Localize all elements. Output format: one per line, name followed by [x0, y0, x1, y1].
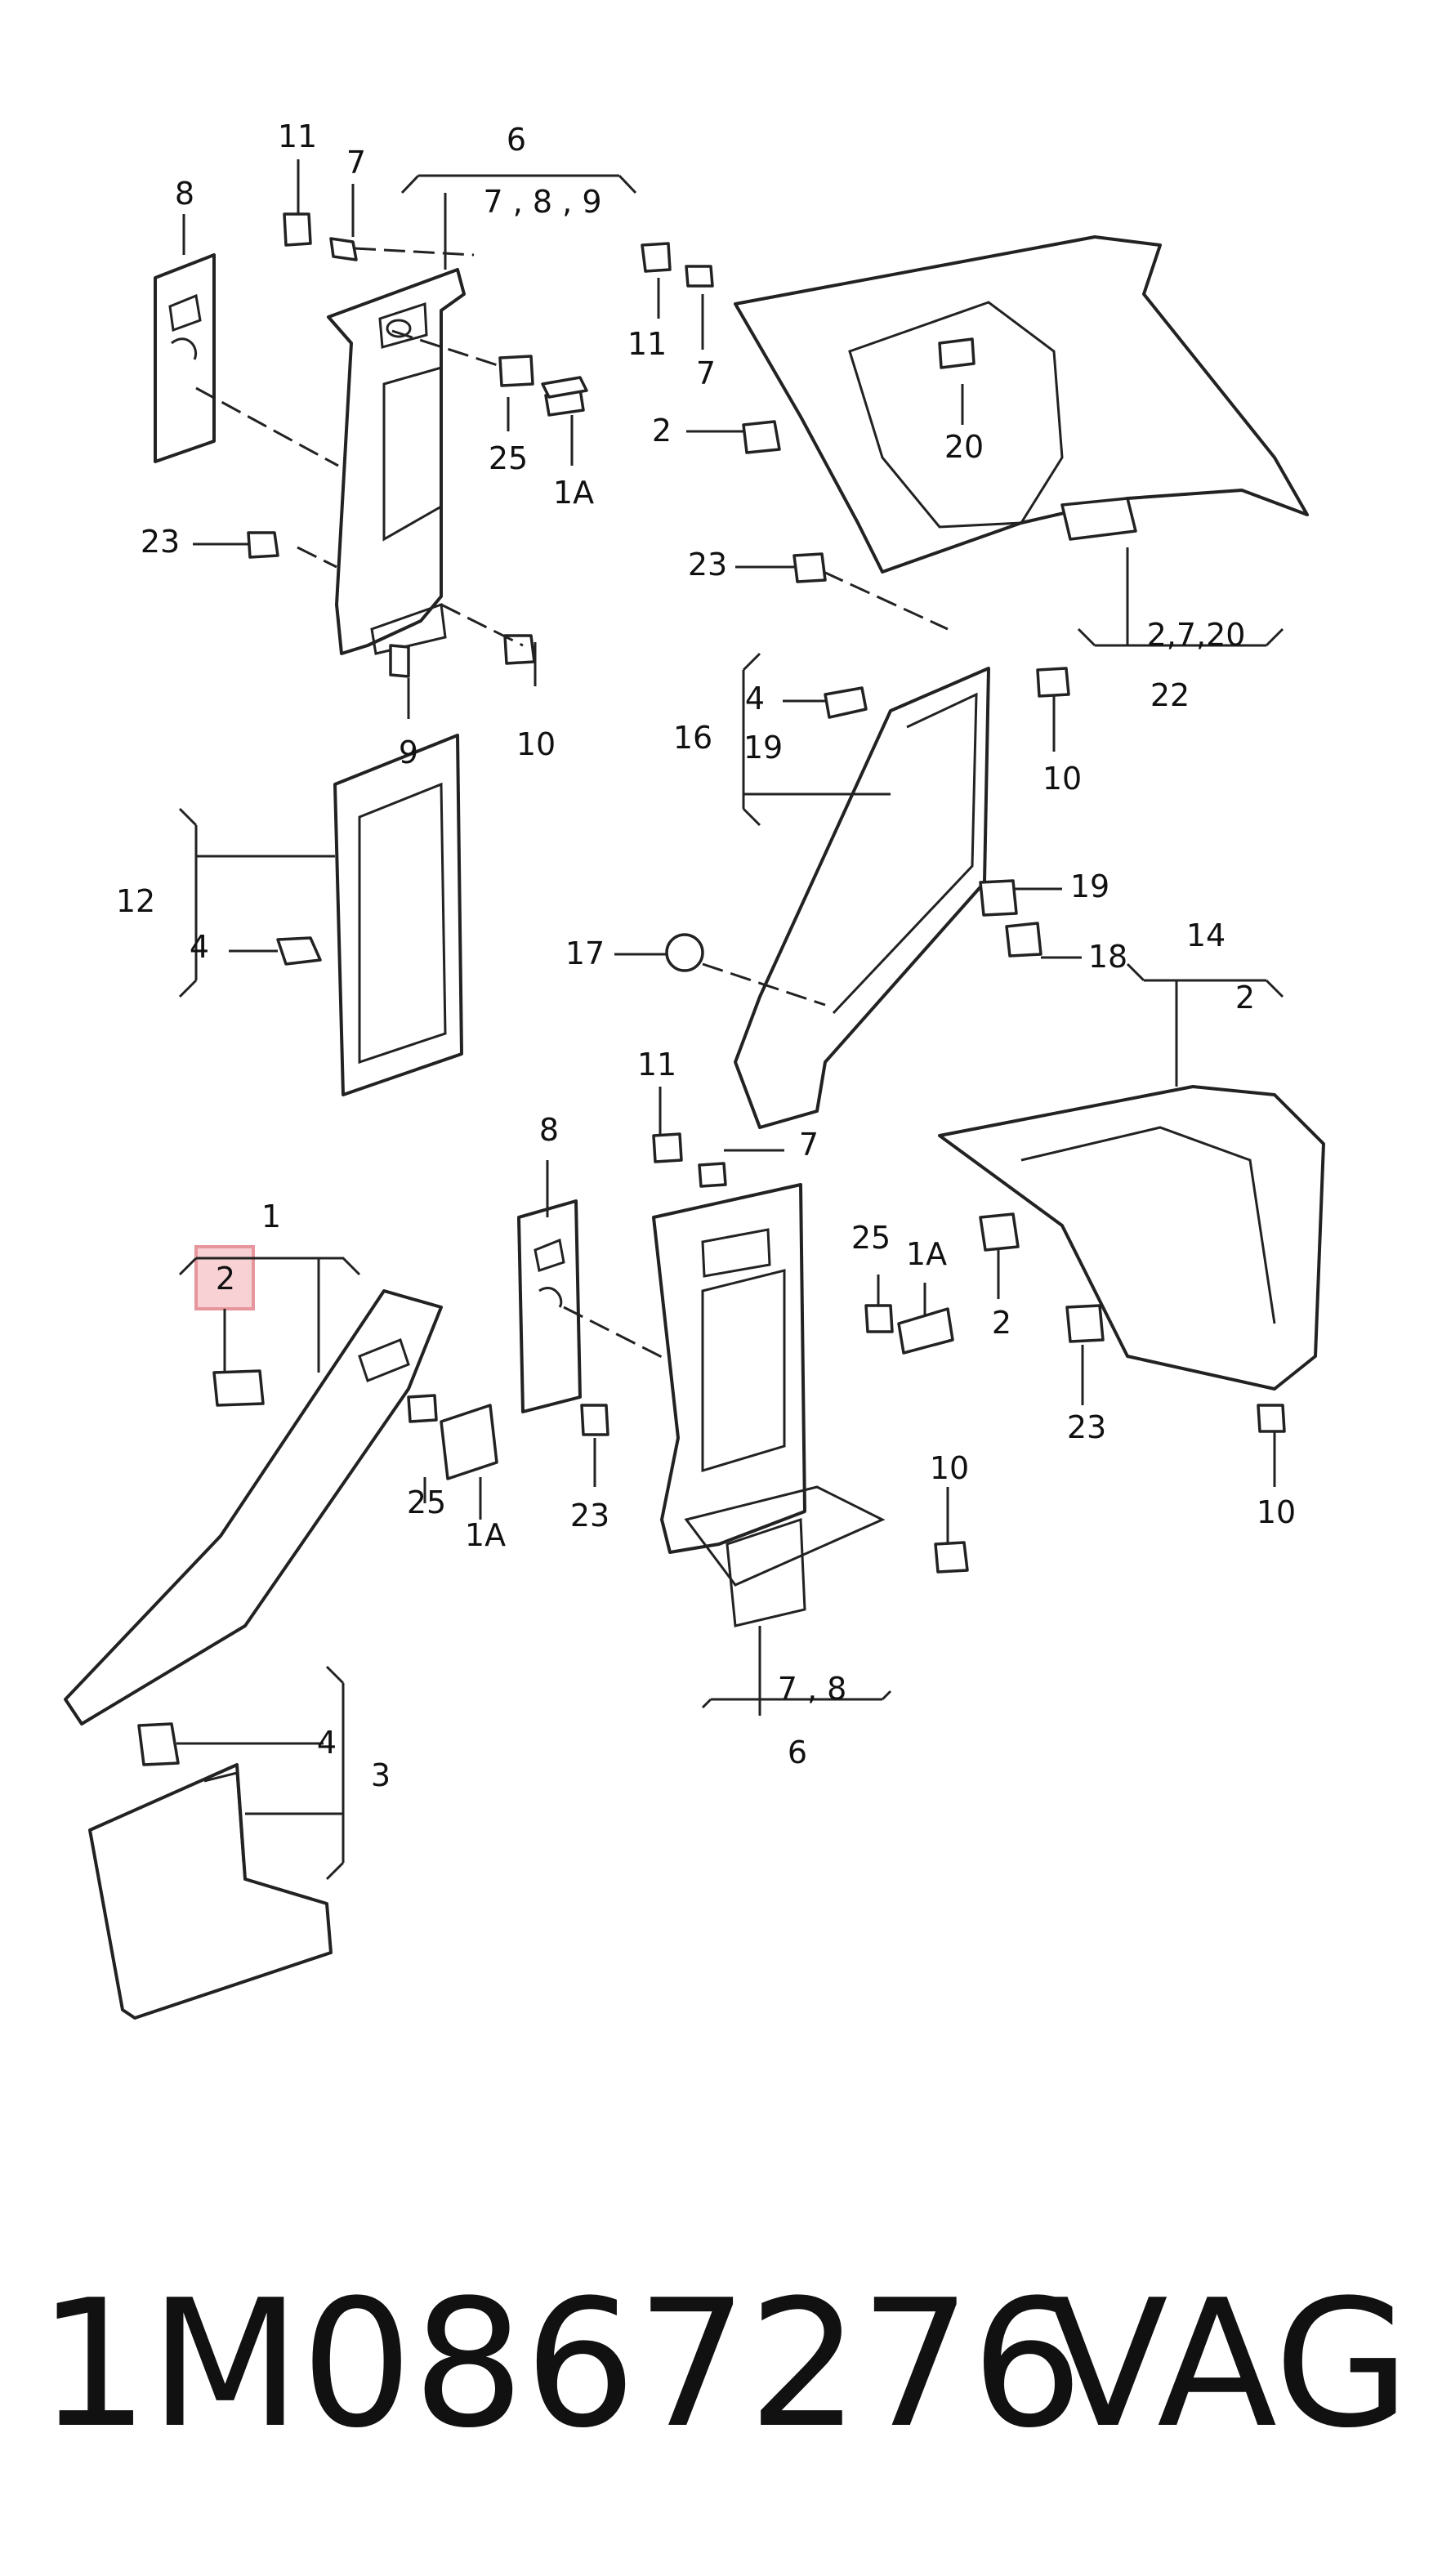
callout-19: 19 [1070, 868, 1109, 904]
fastener-icon [979, 1212, 1286, 1433]
a-pillar-trim [64, 1289, 498, 1726]
callout-3: 3 [371, 1757, 391, 1793]
callout-2: 2 [652, 413, 672, 449]
callout-10: 10 [930, 1450, 969, 1486]
callout-7: 7 [799, 1127, 819, 1163]
callout-1A: 1A [465, 1517, 506, 1553]
callout-19: 19 [743, 730, 783, 766]
callout-8: 8 [539, 1112, 559, 1148]
dashed-assembly-lines [195, 247, 524, 647]
dashed-assembly-lines [823, 570, 949, 631]
callout-2: 2 [1235, 980, 1255, 1016]
callout-2-7-20: 2,7,20 [1147, 617, 1246, 653]
callout-4: 4 [745, 681, 765, 717]
c-pillar-trim [734, 667, 990, 1129]
callout-16: 16 [673, 720, 712, 756]
callout-23: 23 [570, 1498, 609, 1534]
callout-4: 4 [317, 1725, 337, 1761]
callout-7-8-9: 7 , 8 , 9 [483, 184, 601, 220]
callout-11: 11 [627, 326, 667, 362]
callout-9: 9 [399, 734, 418, 770]
callout-25: 25 [851, 1220, 891, 1256]
callout-1: 1 [261, 1199, 281, 1234]
callout-25: 25 [407, 1484, 446, 1520]
callout-7: 7 [696, 355, 716, 391]
clip-icon [276, 936, 322, 966]
clip-icon [665, 686, 1042, 972]
a-pillar-lower-trim [88, 1722, 333, 2020]
callout-23: 23 [688, 547, 727, 583]
callout-6: 6 [507, 122, 526, 158]
callout-6: 6 [788, 1734, 807, 1770]
callout-7: 7 [346, 145, 366, 181]
callout-25: 25 [489, 440, 528, 476]
b-pillar-trim-lower-assembly [652, 1183, 886, 1627]
callout-22: 22 [1150, 677, 1190, 713]
brand-name: VAG [1048, 2261, 1410, 2467]
seat-belt-cover-lower [517, 1199, 582, 1413]
part-number: 1M0867276 [38, 2261, 1083, 2467]
fastener-icon [641, 242, 1070, 698]
callout-23: 23 [141, 524, 180, 560]
callout-2: 2 [992, 1305, 1011, 1341]
rear-quarter-upper-trim [734, 235, 1309, 574]
fastener-icon [580, 1132, 969, 1574]
b-pillar-lower-trim [333, 734, 463, 1096]
dashed-assembly-lines [563, 1306, 667, 1361]
callout-12: 12 [116, 883, 155, 919]
fastener-icon [247, 212, 588, 678]
leader-lines [176, 159, 1284, 1881]
rear-side-trim [938, 1085, 1325, 1391]
callout-20: 20 [944, 429, 984, 465]
callout-17: 17 [565, 935, 605, 971]
callout-18: 18 [1088, 939, 1127, 975]
callout-8: 8 [175, 176, 194, 212]
b-pillar-upper-trim [327, 268, 466, 655]
callout-4: 4 [190, 929, 209, 965]
callout-10: 10 [516, 726, 556, 762]
callout-labels: 11 7 6 7 , 8 , 9 8 11 7 2 20 25 1A 23 23… [116, 118, 1296, 1793]
callout-2-selected: 2 [216, 1261, 235, 1297]
callout-10: 10 [1042, 761, 1082, 797]
dashed-assembly-lines [702, 962, 826, 1007]
callout-1A: 1A [906, 1236, 947, 1272]
callout-23: 23 [1067, 1409, 1106, 1445]
callout-7-8: 7 , 8 [778, 1671, 847, 1707]
seat-belt-cover-upper [154, 253, 216, 463]
callout-1A: 1A [553, 475, 594, 511]
callout-14: 14 [1186, 917, 1226, 953]
callout-11: 11 [637, 1047, 676, 1083]
callout-11: 11 [278, 118, 317, 154]
callout-10: 10 [1257, 1494, 1296, 1530]
